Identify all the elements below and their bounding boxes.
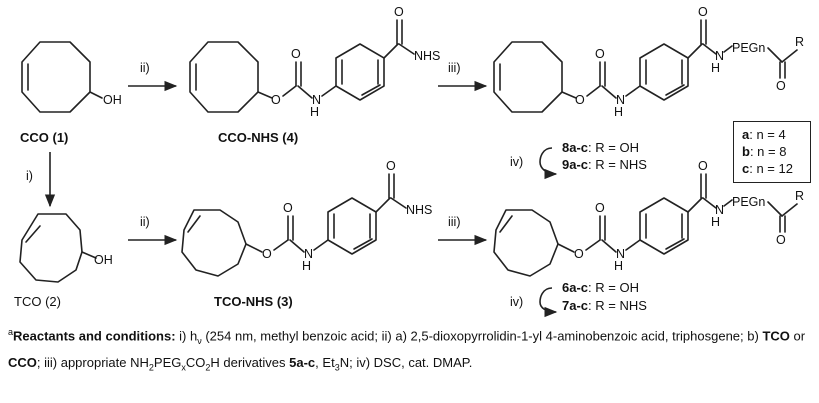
product-6-label: 6a-c: R = OH: [562, 280, 639, 295]
svg-text:PEGn: PEGn: [732, 41, 765, 55]
svg-text:H: H: [711, 61, 720, 75]
tco-label: TCO (2): [14, 294, 61, 309]
product-7-label: 7a-c: R = NHS: [562, 298, 647, 313]
svg-text:N: N: [304, 247, 313, 261]
svg-text:O: O: [574, 247, 584, 261]
svg-text:H: H: [614, 259, 623, 273]
reaction-scheme: OH CCO (1) ii) O O N H O NHS CCO-NHS (4)…: [14, 5, 804, 318]
svg-text:O: O: [595, 201, 605, 215]
step-iii-bottom-label: iii): [448, 215, 461, 229]
tco-nhs-label: TCO-NHS (3): [214, 294, 293, 309]
svg-text:O: O: [776, 79, 786, 93]
svg-text:N: N: [715, 49, 724, 63]
svg-text:O: O: [271, 93, 281, 107]
product-9-label: 9a-c: R = NHS: [562, 157, 647, 172]
svg-text:O: O: [262, 247, 272, 261]
peg-length-legend: a: n = 4 b: n = 8 c: n = 12: [733, 121, 811, 183]
svg-text:R: R: [795, 189, 804, 203]
svg-text:O: O: [386, 159, 396, 173]
svg-text:PEGn: PEGn: [732, 195, 765, 209]
step-i-label: i): [26, 169, 33, 183]
svg-text:H: H: [711, 215, 720, 229]
svg-text:R: R: [795, 35, 804, 49]
tco-nhs-structure: O O N H O NHS: [181, 159, 432, 277]
svg-text:N: N: [616, 93, 625, 107]
svg-text:N: N: [312, 93, 321, 107]
arrow-step-iv-bottom: [539, 287, 558, 318]
reaction-conditions-footnote: aReactants and conditions: i) hν (254 nm…: [8, 327, 806, 373]
svg-text:O: O: [776, 233, 786, 247]
step-ii-bottom-label: ii): [140, 215, 150, 229]
cco-label: CCO (1): [20, 130, 68, 145]
svg-text:NHS: NHS: [406, 203, 432, 217]
svg-text:O: O: [575, 93, 585, 107]
cco-nhs-label: CCO-NHS (4): [218, 130, 298, 145]
cco-structure: OH: [21, 41, 122, 113]
svg-text:O: O: [698, 159, 708, 173]
cco-peg-structure: O O N H O N H PEGn R O: [493, 5, 804, 119]
svg-text:O: O: [595, 47, 605, 61]
svg-text:H: H: [302, 259, 311, 273]
tco-peg-structure: O O N H O N H PEGn R O: [493, 159, 804, 277]
legend-row-c: c: n = 12: [742, 161, 793, 176]
step-ii-top-label: ii): [140, 61, 150, 75]
svg-text:O: O: [394, 5, 404, 19]
legend-row-a: a: n = 4: [742, 127, 786, 142]
svg-text:N: N: [616, 247, 625, 261]
step-iii-top-label: iii): [448, 61, 461, 75]
tco-structure: OH: [19, 213, 113, 283]
svg-text:N: N: [715, 203, 724, 217]
step-iv-bottom-label: iv): [510, 295, 523, 309]
svg-text:O: O: [698, 5, 708, 19]
svg-text:O: O: [291, 47, 301, 61]
svg-text:O: O: [283, 201, 293, 215]
product-8-label: 8a-c: R = OH: [562, 140, 639, 155]
legend-row-b: b: n = 8: [742, 144, 787, 159]
cco-nhs-structure: O O N H O NHS: [189, 5, 440, 119]
arrow-step-iv-top: [539, 147, 558, 180]
svg-text:NHS: NHS: [414, 49, 440, 63]
svg-text:H: H: [614, 105, 623, 119]
tco-oh-label: OH: [94, 253, 113, 267]
svg-text:H: H: [310, 105, 319, 119]
step-iv-top-label: iv): [510, 155, 523, 169]
cco-oh-label: OH: [103, 93, 122, 107]
